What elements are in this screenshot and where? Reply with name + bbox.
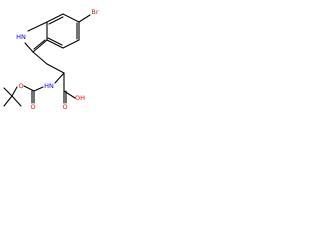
bond [11, 95, 22, 107]
bond [48, 16, 64, 25]
bond [3, 87, 13, 97]
structure-canvas: Br HN HN OH O O O [0, 0, 150, 150]
bond [33, 86, 44, 92]
bond [54, 72, 65, 84]
bond [47, 37, 63, 46]
acid-carbonyl-oxygen-label: O [62, 103, 67, 111]
bond [62, 13, 80, 23]
bond [23, 85, 35, 92]
bond [11, 86, 18, 97]
bromine-label: Br [91, 8, 98, 16]
hydroxyl-label: OH [75, 94, 85, 102]
bond [62, 39, 80, 49]
carbamate-oxygen-label: O [30, 103, 35, 111]
bond [24, 42, 34, 53]
indole-nh-label: HN [16, 33, 26, 41]
bond [27, 21, 48, 32]
boc-bromotryptophan-structure: Br HN HN OH O O O [3, 8, 99, 111]
amide-nh-label: HN [44, 82, 54, 90]
bond [3, 95, 13, 107]
bond [32, 39, 48, 53]
ester-oxygen-label: O [18, 82, 23, 90]
bond [46, 13, 64, 23]
bond [33, 39, 46, 50]
bond [32, 51, 48, 65]
bond [78, 14, 91, 23]
atom-labels: Br HN HN OH O O O [16, 8, 99, 111]
bond [46, 63, 65, 74]
bonds [3, 13, 91, 107]
bond [46, 39, 64, 49]
